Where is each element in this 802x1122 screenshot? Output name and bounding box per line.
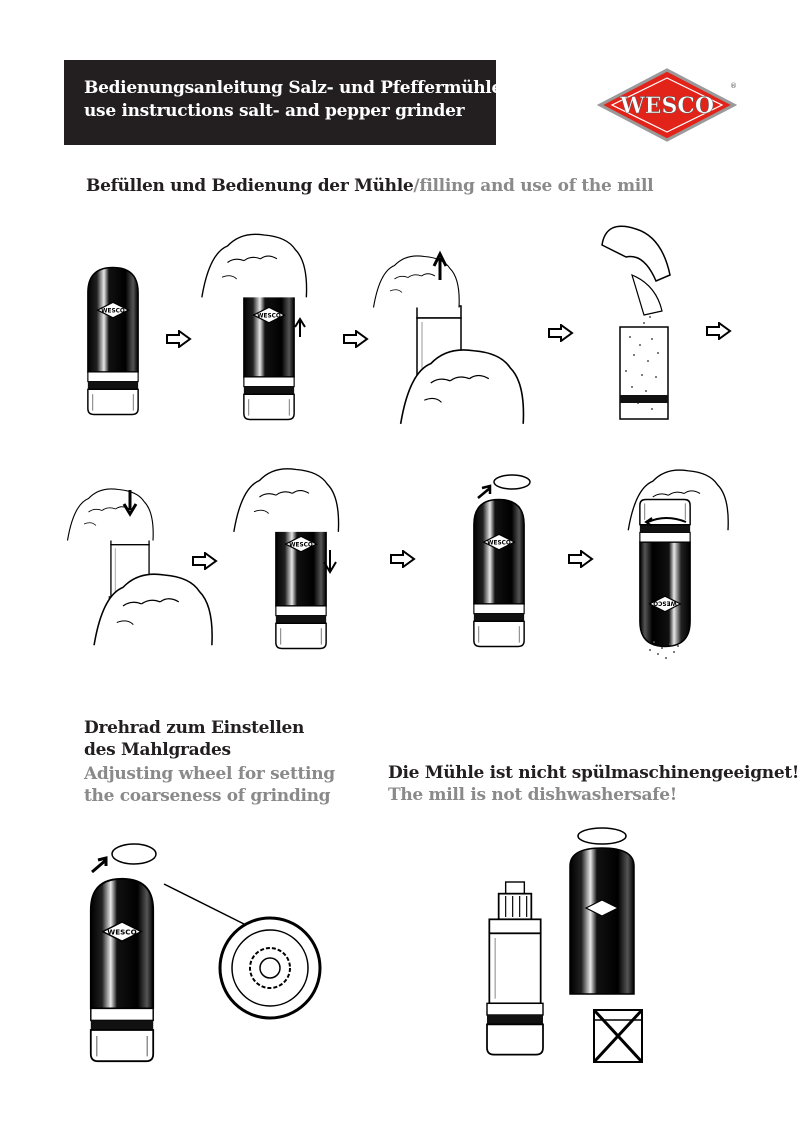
adjusting-title-de-1: Drehrad zum Einstellen — [84, 718, 305, 738]
step5-insert-grinder — [66, 480, 216, 650]
no-dishwasher-icon — [592, 1008, 644, 1064]
down-arrow-icon — [323, 550, 337, 574]
rotate-arrow-icon — [644, 517, 687, 527]
header-title-en: use instructions salt- and pepper grinde… — [84, 101, 465, 121]
step4-refill — [601, 225, 671, 420]
next-step-arrow-icon — [568, 550, 594, 568]
adjusting-title-de-2: des Mahlgrades — [84, 740, 231, 760]
dishwasher-warning-en: The mill is not dishwashersafe! — [388, 785, 677, 805]
step1-closed-mill — [84, 262, 142, 420]
step3-remove-grinder — [370, 250, 530, 430]
next-step-arrow-icon — [343, 330, 369, 348]
up-arrow-icon — [91, 856, 108, 874]
down-arrow-icon — [122, 490, 138, 517]
up-arrow-icon — [477, 484, 492, 499]
section-filling-title: Befüllen und Bedienung der Mühle/filling… — [86, 176, 654, 196]
up-arrow-icon — [294, 317, 306, 337]
up-arrow-icon — [432, 250, 448, 280]
logo-text: WESCO — [619, 93, 714, 119]
adjusting-wheel-illustration — [84, 843, 322, 1068]
next-step-arrow-icon — [192, 552, 218, 570]
header-title-de: Bedienungsanleitung Salz- und Pfeffermüh… — [84, 78, 502, 98]
step7-lift-cap — [468, 474, 531, 653]
dishwasher-warning-illustration — [476, 827, 644, 1064]
step6-close-mill — [232, 460, 352, 655]
adjusting-title-en-2: the coarseness of grinding — [84, 786, 331, 806]
next-step-arrow-icon — [706, 322, 732, 340]
step8-grind — [618, 462, 738, 659]
registered-mark: ® — [730, 82, 737, 90]
step2-open-mill — [200, 225, 320, 425]
header-banner — [64, 60, 496, 145]
wesco-logo: WESCO ® — [596, 68, 738, 142]
next-step-arrow-icon — [390, 550, 416, 568]
next-step-arrow-icon — [166, 330, 192, 348]
next-step-arrow-icon — [548, 324, 574, 342]
dishwasher-warning-de: Die Mühle ist nicht spülmaschinengeeigne… — [388, 763, 800, 783]
adjusting-title-en-1: Adjusting wheel for setting — [84, 764, 335, 784]
